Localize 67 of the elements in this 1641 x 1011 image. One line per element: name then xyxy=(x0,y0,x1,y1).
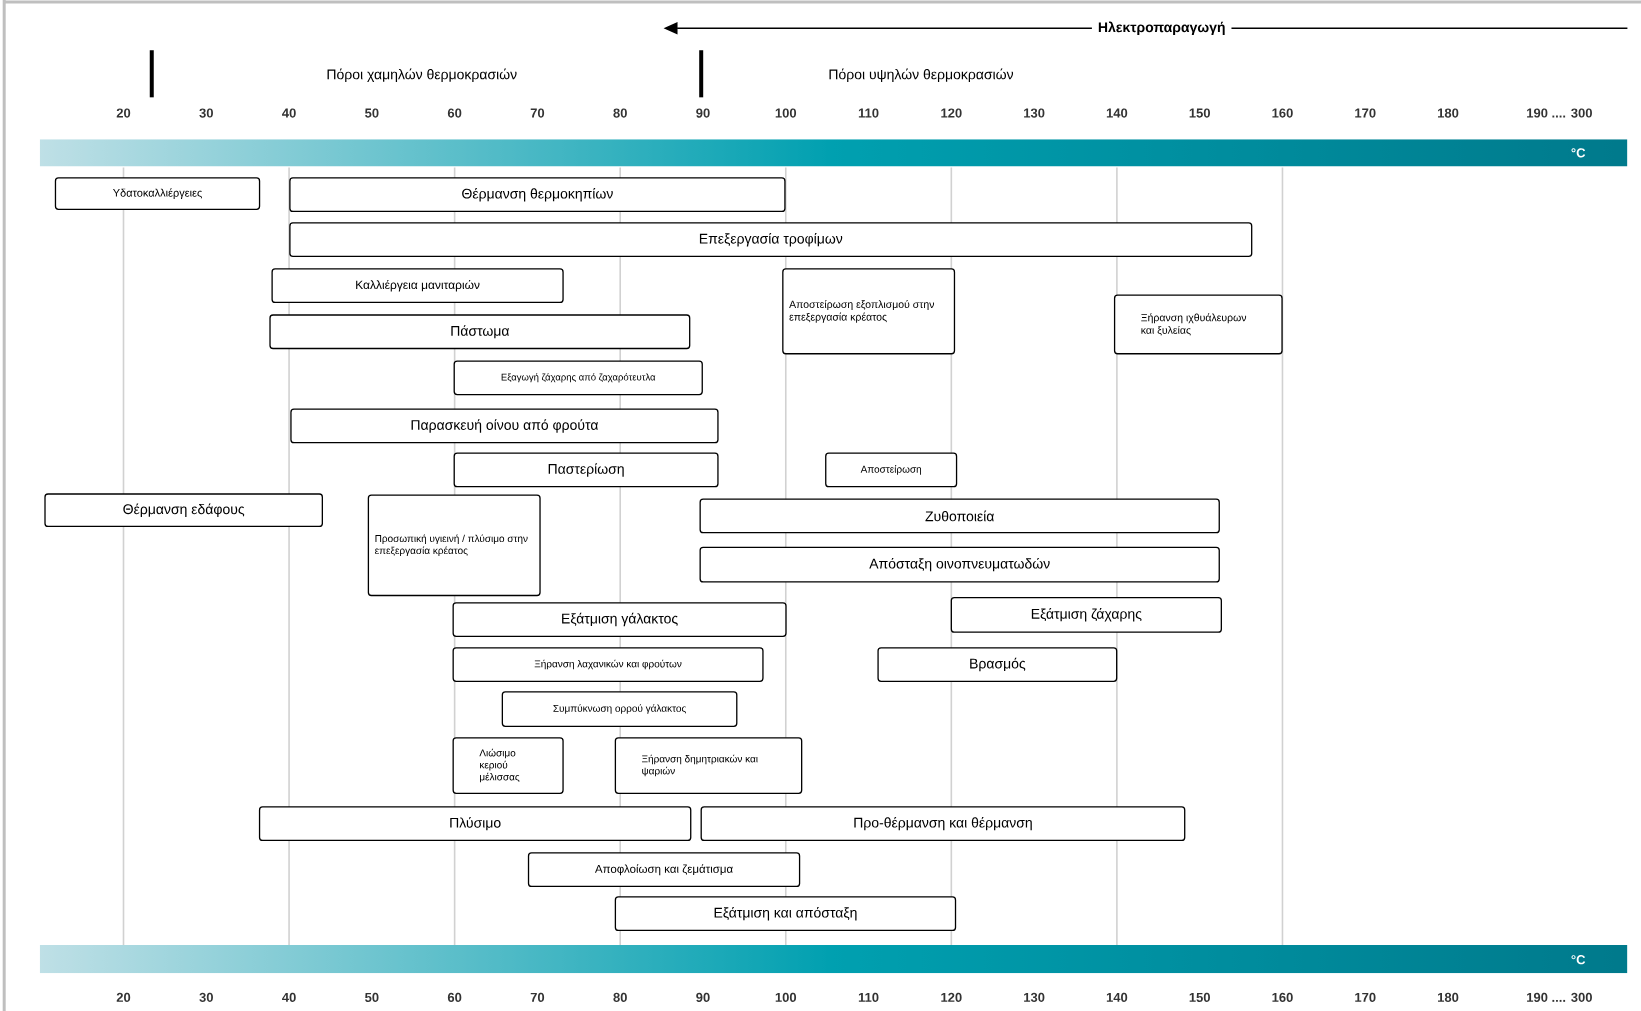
tick-label: 90 xyxy=(696,992,710,1002)
tick-label: 20 xyxy=(116,108,131,118)
unit-label: °C xyxy=(1571,955,1586,965)
tick-label: 90 xyxy=(696,108,710,118)
tick-label: 20 xyxy=(116,992,131,1002)
tick-label: 140 xyxy=(1106,108,1128,118)
tick-label: 150 xyxy=(1189,992,1210,1002)
unit-label: °C xyxy=(1571,148,1586,158)
tick-label: 120 xyxy=(941,108,962,118)
process-box: Ξήρανση δημητριακών και ψαριών xyxy=(614,737,803,794)
tick-label: 70 xyxy=(530,108,545,118)
tick-label: 30 xyxy=(199,992,213,1002)
tick-label: 50 xyxy=(365,992,379,1002)
tick-label: 130 xyxy=(1024,992,1045,1002)
process-box: Επεξεργασία τροφίμων xyxy=(289,222,1253,258)
tick-label: 150 xyxy=(1189,108,1210,118)
process-box: Εξάτμιση και απόσταξη xyxy=(614,896,957,932)
process-box: Εξάτμιση γάλακτος xyxy=(452,602,787,637)
tick-label: 100 xyxy=(775,108,797,118)
process-box: Ξήρανση ιχθυάλευρων και ξυλείας xyxy=(1113,294,1283,355)
tick-label: 130 xyxy=(1024,108,1045,118)
tick-label: 190 .... 300 xyxy=(1527,992,1592,1002)
tick-label: 170 xyxy=(1355,992,1376,1002)
tick-label: 100 xyxy=(775,992,797,1002)
range-label: Πόροι χαμηλών θερμοκρασιών xyxy=(327,68,517,83)
tick-label: 140 xyxy=(1106,992,1128,1002)
process-box: Εξάτμιση ζάχαρης xyxy=(950,596,1222,633)
tick-label: 70 xyxy=(530,992,545,1002)
process-box: Αποφλοίωση και ζεμάτισμα xyxy=(527,852,801,888)
process-box: Αποστείρωση xyxy=(825,452,958,488)
tick-label: 40 xyxy=(282,992,296,1002)
process-box: Υδατοκαλλιέργειες xyxy=(54,177,261,210)
direction-label: Ηλεκτροπαραγωγή xyxy=(1091,18,1232,39)
tick-label: 180 xyxy=(1438,992,1459,1002)
tick-label: 110 xyxy=(858,108,879,118)
process-box: Βρασμός xyxy=(877,647,1118,682)
tick-label: 190 .... 300 xyxy=(1527,108,1592,118)
process-box: Καλλιέργεια μανιταριών xyxy=(271,268,564,304)
process-box: Απόσταξη οινοπνευματωδών xyxy=(699,546,1220,583)
tick-label: 110 xyxy=(858,992,879,1002)
process-box: Προσωπική υγιεινή / πλύσιμο στην επεξεργασία κρέατος xyxy=(367,494,541,597)
tick-label: 60 xyxy=(447,108,462,118)
process-box: Θέρμανση εδάφους xyxy=(44,493,323,528)
tick-label: 180 xyxy=(1438,108,1459,118)
process-box: Θέρμανση θερμοκηπίων xyxy=(289,177,786,213)
process-box: Πάστωμα xyxy=(269,314,691,350)
process-box: Προ-θέρμανση και θέρμανση xyxy=(700,806,1186,842)
tick-label: 80 xyxy=(613,108,627,118)
process-box: Συμπύκνωση ορρού γάλακτος xyxy=(501,691,738,727)
tick-label: 50 xyxy=(365,108,379,118)
tick-label: 60 xyxy=(447,992,462,1002)
tick-label: 160 xyxy=(1272,108,1293,118)
process-box: Εξαγωγή ζάχαρης από ζαχαρότευτλα xyxy=(453,360,703,396)
range-label: Πόροι υψηλών θερμοκρασιών xyxy=(829,68,1014,83)
tick-label: 170 xyxy=(1355,108,1376,118)
process-box: Ζυθοποιεία xyxy=(699,498,1220,534)
tick-label: 160 xyxy=(1272,992,1293,1002)
process-box: Παρασκευή οίνου από φρούτα xyxy=(290,408,719,444)
process-box: Παστερίωση xyxy=(453,452,719,488)
tick-label: 40 xyxy=(282,108,296,118)
process-box: Ξήρανση λαχανικών και φρούτων xyxy=(452,647,764,682)
tick-label: 80 xyxy=(613,992,627,1002)
process-box: Αποστείρωση εξοπλισμού στην επεξεργασία κρέατος xyxy=(782,268,956,355)
tick-label: 120 xyxy=(941,992,962,1002)
process-box: Λιώσιμο κεριού μέλισσας xyxy=(452,737,564,794)
process-box: Πλύσιμο xyxy=(258,806,692,842)
tick-label: 30 xyxy=(199,108,213,118)
